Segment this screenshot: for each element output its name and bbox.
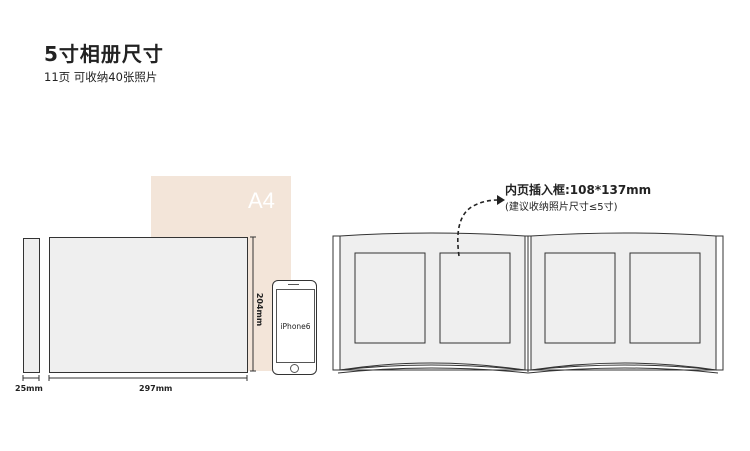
page-subtitle: 11页 可收纳40张照片 bbox=[44, 70, 158, 84]
photo-slot bbox=[439, 252, 511, 344]
phone-screen bbox=[276, 289, 315, 363]
open-album bbox=[332, 232, 724, 374]
insert-frame-note: (建议收纳照片尺寸≤5寸) bbox=[505, 202, 618, 213]
phone-speaker bbox=[288, 284, 299, 285]
phone-home-button bbox=[290, 364, 299, 373]
spine-width-label: 25mm bbox=[15, 384, 43, 393]
cover-height-label: 204mm bbox=[255, 292, 265, 327]
pointer-arrow-icon bbox=[457, 195, 505, 257]
album-cover bbox=[49, 237, 248, 373]
photo-slot bbox=[354, 252, 426, 344]
album-spine bbox=[23, 238, 40, 373]
cover-width-label: 297mm bbox=[139, 384, 173, 393]
insert-frame-title: 内页插入框:108*137mm bbox=[505, 183, 652, 197]
a4-label: A4 bbox=[248, 188, 275, 213]
page-title: 5寸相册尺寸 bbox=[44, 42, 164, 66]
phone-label: iPhone6 bbox=[280, 322, 311, 331]
photo-slot bbox=[629, 252, 701, 344]
photo-slot bbox=[544, 252, 616, 344]
